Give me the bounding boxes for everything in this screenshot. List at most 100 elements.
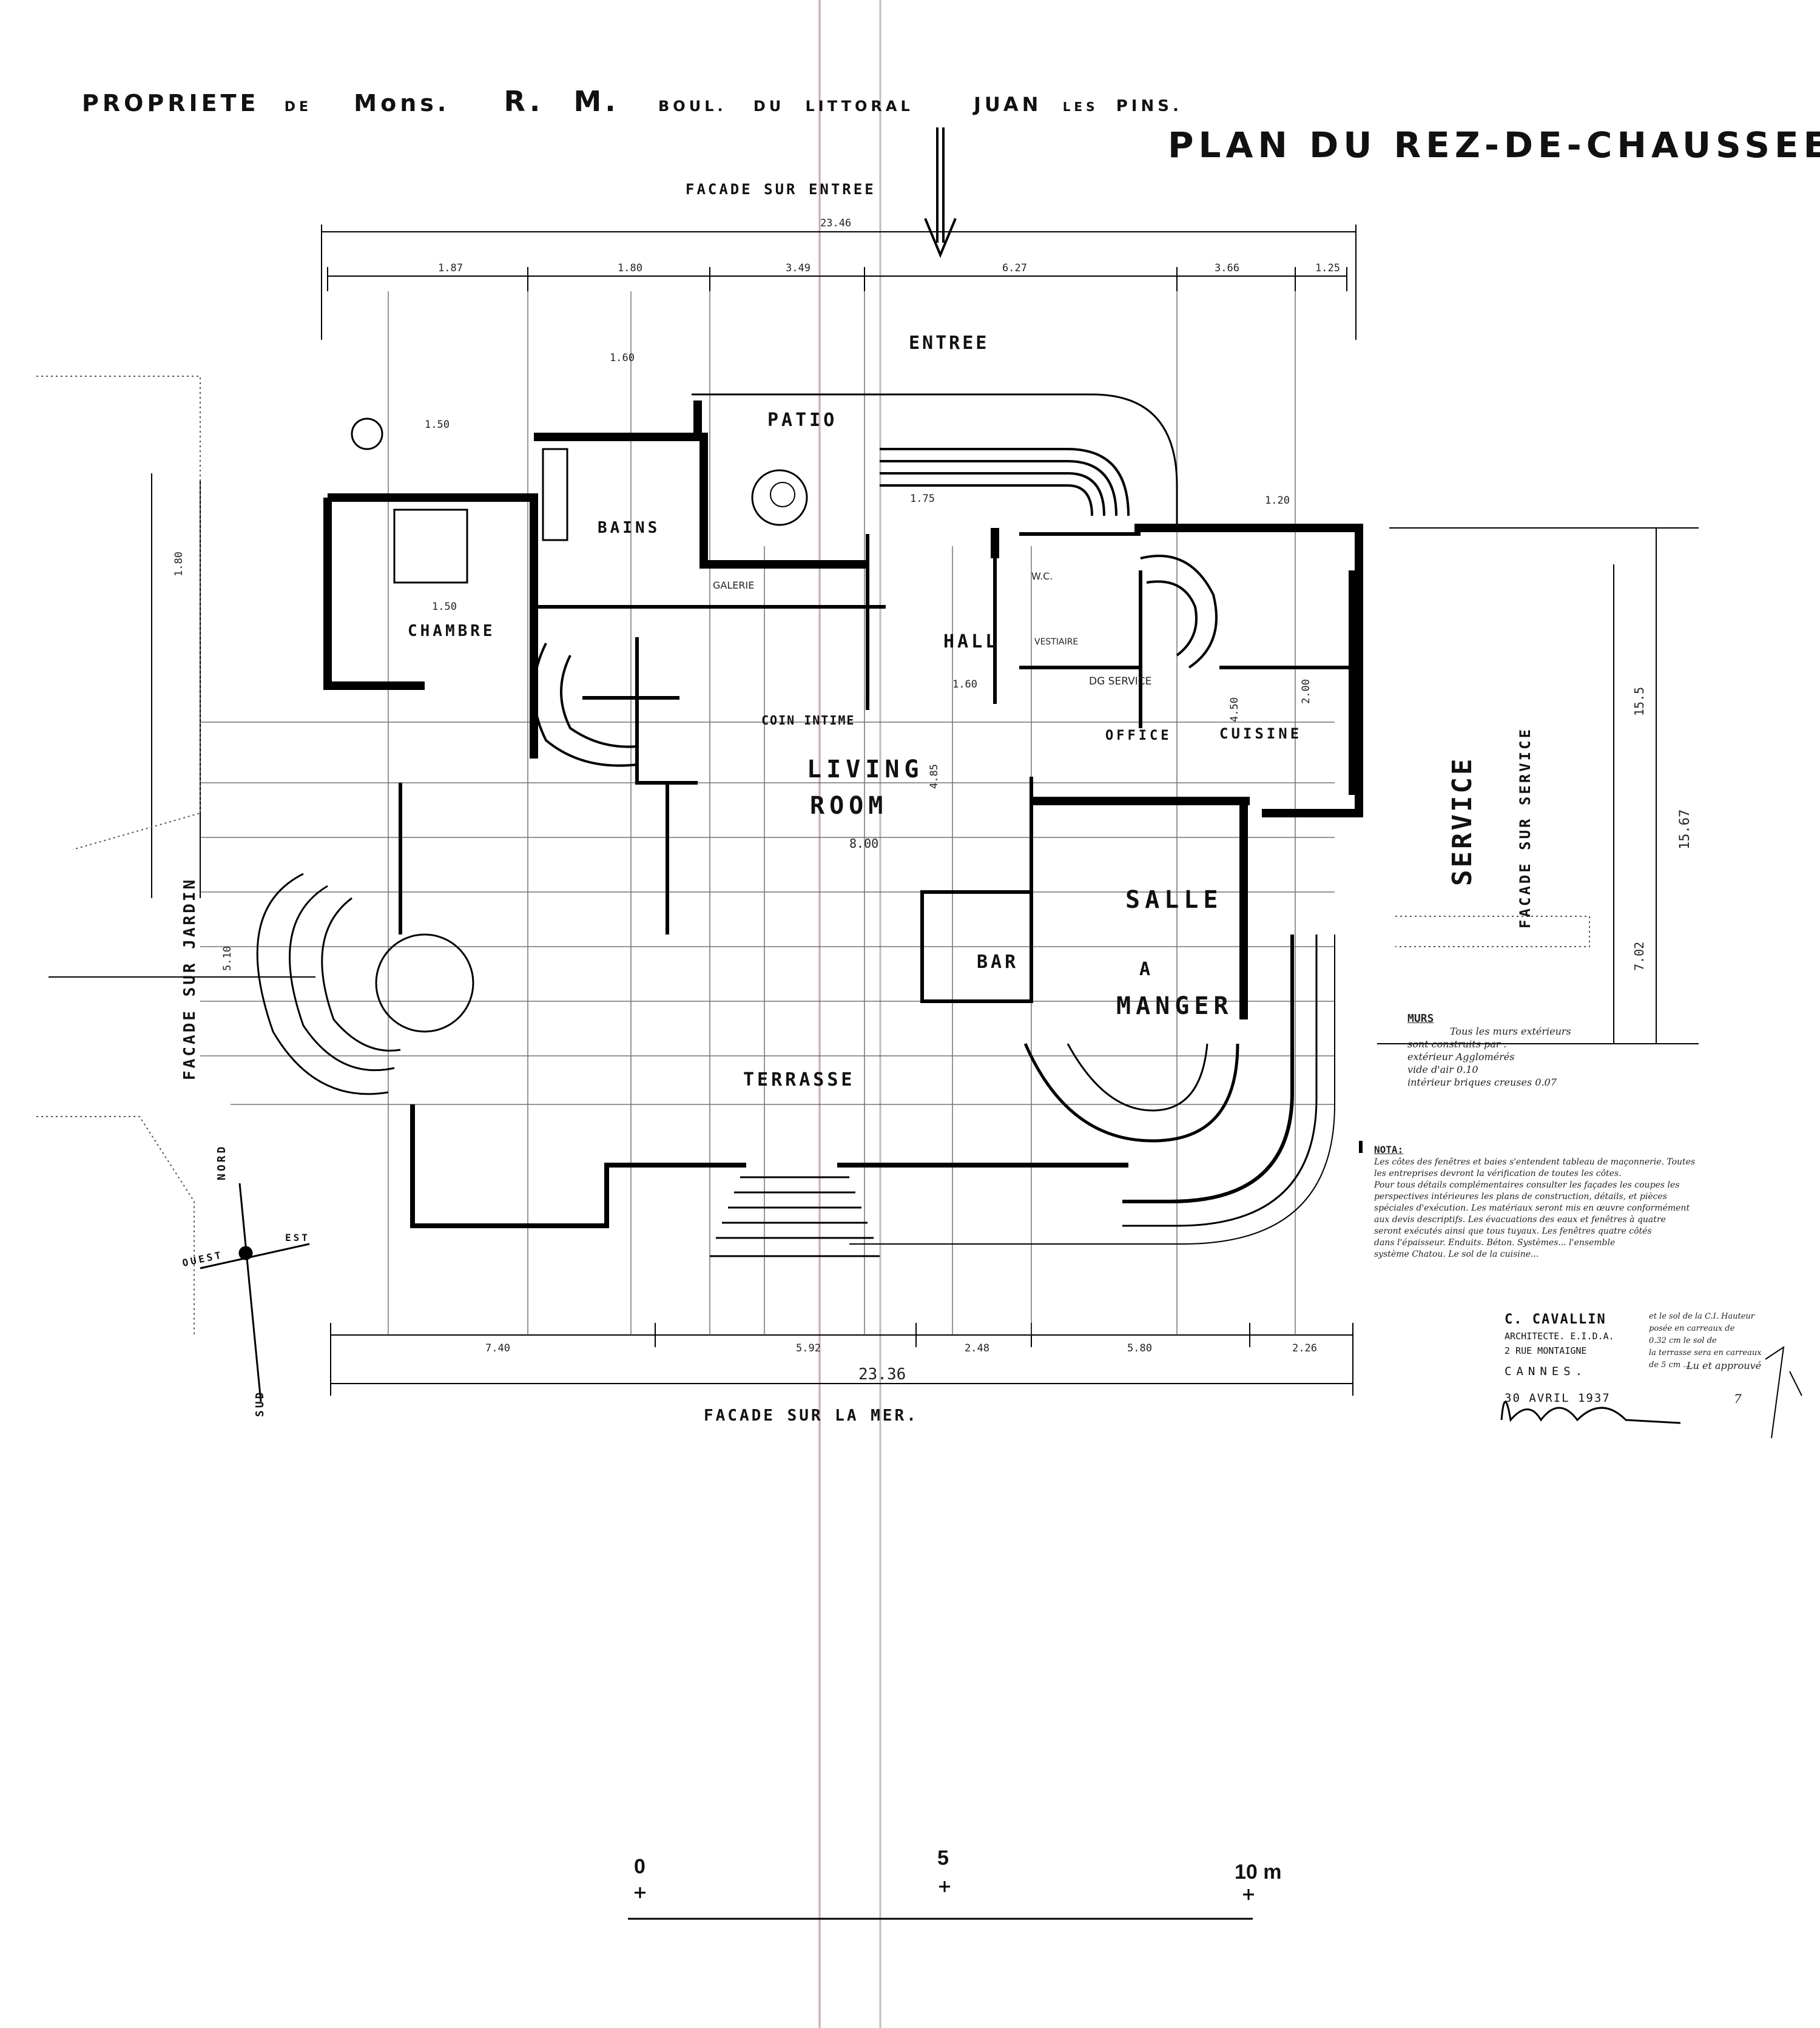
dim-top-part: 3.66 — [1215, 262, 1239, 274]
side-note-line: la terrasse sera en carreaux — [1649, 1348, 1762, 1357]
dim-misc: 1.60 — [952, 678, 977, 691]
service-spiral-stair — [1140, 555, 1218, 669]
owner-word: R. — [504, 85, 544, 118]
right-dimension-lines — [1377, 527, 1699, 1044]
architect-side-notes: et le sol de la C.I. Hauteur posée en ca… — [1649, 1311, 1762, 1371]
architect-address: 2 RUE MONTAIGNE — [1505, 1345, 1587, 1356]
room-label-galerie: GALERIE — [713, 580, 755, 591]
plan-title: PLAN DU REZ-DE-CHAUSSEE. — [1168, 124, 1820, 166]
dim-misc: 1.80 — [173, 552, 185, 576]
dim-top-total: 23.46 — [820, 217, 852, 229]
facade-right-label: FACADE SUR SERVICE — [1517, 726, 1534, 928]
side-note-line: de 5 cm ... — [1649, 1360, 1691, 1370]
approval-signature — [1765, 1345, 1802, 1439]
owner-word: PROPRIETE — [82, 90, 260, 117]
side-note-line: et le sol de la C.I. Hauteur — [1649, 1312, 1754, 1321]
room-label-terrasse: TERRASSE — [743, 1069, 855, 1090]
owner-word: LITTORAL — [805, 98, 914, 115]
murs-heading: MURS — [1407, 1012, 1434, 1025]
room-label-patio: PATIO — [767, 410, 838, 431]
owner-word: LES — [1062, 100, 1099, 114]
scale-label-0: 0 — [634, 1855, 645, 1878]
dim-bottom-part: 5.92 — [796, 1342, 821, 1354]
owner-word: DU — [753, 98, 785, 115]
top-dimension-lines — [321, 225, 1357, 340]
dim-misc: 1.20 — [1265, 495, 1290, 507]
dim-bottom-part: 7.40 — [485, 1342, 510, 1354]
nota-line: les entreprises devront la vérification … — [1374, 1169, 1622, 1178]
tree — [351, 417, 383, 450]
dim-misc: 1.50 — [425, 419, 450, 431]
dim-misc: 1.75 — [910, 493, 935, 505]
dim-right-part: 7.02 — [1632, 941, 1646, 971]
tree — [751, 469, 808, 526]
compass-sud: SUD — [254, 1390, 266, 1417]
nota-line: dans l'épaisseur. Enduits. Béton. Systèm… — [1374, 1238, 1616, 1248]
dim-misc: 2.00 — [1300, 679, 1312, 704]
dim-misc: 1.60 — [610, 352, 635, 364]
dim-bottom-part: 2.48 — [965, 1342, 989, 1354]
bottom-dimension-lines — [330, 1323, 1353, 1396]
murs-line: intérieur briques creuses 0.07 — [1407, 1077, 1557, 1088]
architect-city: CANNES. — [1505, 1365, 1588, 1378]
architect-name: C. CAVALLIN — [1505, 1312, 1606, 1327]
entry-label: ENTREE — [909, 333, 989, 354]
bathtub — [542, 448, 568, 541]
murs-line: vide d'air 0.10 — [1407, 1064, 1478, 1075]
side-note-line: 0.32 cm le sol de — [1649, 1336, 1717, 1345]
construction-grid — [200, 291, 1335, 1335]
compass-nord: NORD — [215, 1144, 228, 1180]
room-label-wc: W.C. — [1031, 570, 1053, 582]
murs-line: extérieur Agglomérés — [1407, 1051, 1515, 1063]
outer-walls — [323, 401, 1363, 1019]
sea-terrace-curve — [849, 935, 1335, 1245]
patio-curved-steps — [692, 393, 1178, 528]
room-label-dg-service: DG SERVICE — [1089, 675, 1152, 688]
room-label-bains: BAINS — [598, 519, 661, 537]
nota-line: Les côtes des fenêtres et baies s'entend… — [1374, 1157, 1696, 1167]
room-label-vestiaire: VESTIAIRE — [1034, 637, 1079, 647]
architect-date: 30 AVRIL 1937 — [1505, 1391, 1611, 1405]
room-label-salle-2: A — [1139, 959, 1154, 980]
service-vertical-label: SERVICE — [1447, 756, 1478, 886]
room-label-living-1: LIVING — [807, 755, 924, 783]
room-label-salle-3: MANGER — [1116, 992, 1233, 1020]
nota-line: seront exécutés ainsi que tous tuyaux. L… — [1374, 1226, 1652, 1236]
owner-word: BOUL. — [658, 98, 727, 115]
entry-arrow — [924, 127, 957, 259]
nota-line: système Chatou. Le sol de la cuisine... — [1374, 1249, 1539, 1259]
facade-bottom-label: FACADE SUR LA MER. — [704, 1407, 918, 1425]
dim-living-width: 8.00 — [849, 836, 879, 851]
dining-apse — [1023, 1043, 1239, 1143]
lower-terrace-walls — [410, 1104, 1128, 1228]
nota-line: Pour tous détails complémentaires consul… — [1374, 1180, 1680, 1190]
architect-block: C. CAVALLIN ARCHITECTE. E.I.D.A. 2 RUE M… — [1505, 1312, 1614, 1405]
compass-rose — [200, 1183, 310, 1402]
dim-top-part: 1.80 — [618, 262, 642, 274]
nota-frame — [1359, 1141, 1363, 1153]
murs-line: Tous les murs extérieurs — [1450, 1026, 1571, 1037]
murs-note: MURS Tous les murs extérieurs sont const… — [1407, 1012, 1571, 1089]
nota-block: NOTA: Les côtes des fenêtres et baies s'… — [1374, 1144, 1695, 1260]
dim-top-part: 1.87 — [438, 262, 463, 274]
garden-exedra — [256, 873, 474, 1095]
scale-label-5: 5 — [937, 1847, 949, 1870]
garden-landscape — [36, 376, 1590, 1335]
owner-word: M. — [573, 85, 619, 118]
nota-heading: NOTA: — [1374, 1144, 1404, 1155]
owner-word: JUAN — [974, 93, 1042, 116]
murs-line: sont construits par : — [1407, 1038, 1507, 1050]
room-label-cuisine: CUISINE — [1219, 725, 1303, 742]
dim-bottom-total: 23.36 — [858, 1365, 906, 1384]
bed — [393, 509, 468, 584]
dim-misc: 4.85 — [928, 764, 940, 789]
room-label-living-2: ROOM — [810, 792, 888, 820]
dim-top-part: 3.49 — [786, 262, 811, 274]
room-label-bar: BAR — [977, 951, 1019, 973]
dim-right-part: 15.5 — [1632, 686, 1646, 716]
page-number: 7 — [1734, 1391, 1742, 1406]
dim-bottom-part: 2.26 — [1292, 1342, 1317, 1354]
compass-est: EST — [285, 1232, 310, 1243]
dim-misc: 4.50 — [1228, 697, 1241, 722]
